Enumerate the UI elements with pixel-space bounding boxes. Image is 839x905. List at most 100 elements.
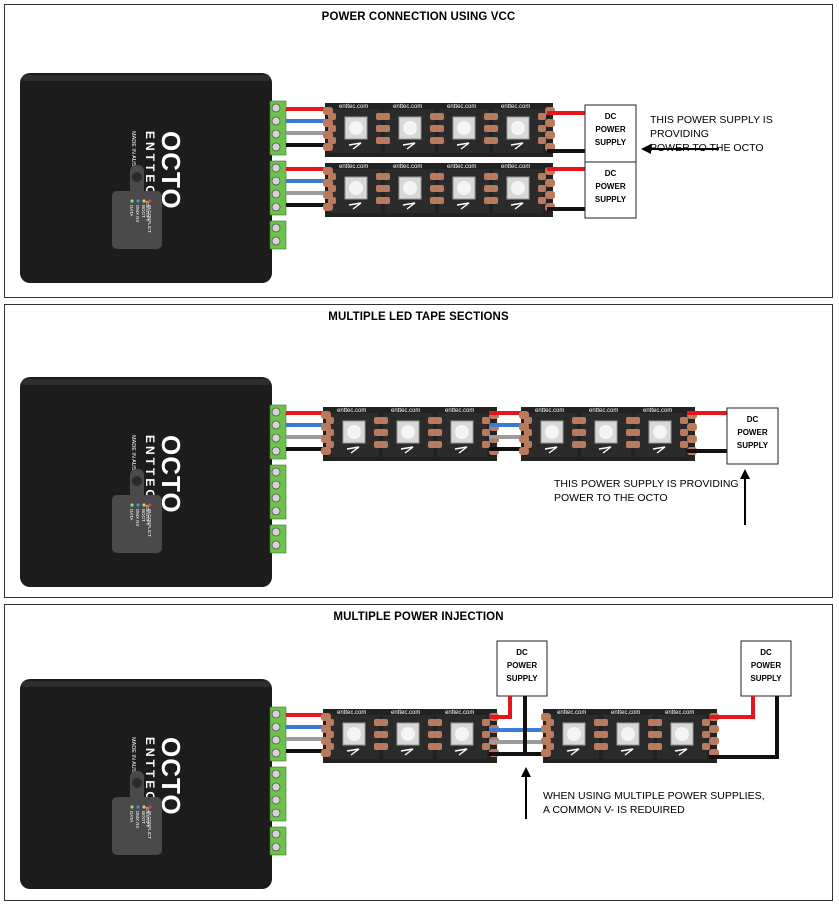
solder-pad bbox=[484, 125, 492, 132]
end-pad bbox=[321, 725, 331, 733]
pixel-label: enttec.com bbox=[339, 164, 368, 170]
psu-box bbox=[740, 640, 792, 697]
power-note: THIS POWER SUPPLY IS PROVIDING POWER TO … bbox=[650, 114, 773, 154]
terminal-screw bbox=[271, 467, 281, 477]
terminal-screw bbox=[271, 176, 281, 186]
led-label: IDENTIFY bbox=[145, 201, 150, 222]
psu-text: SUPPLY bbox=[737, 441, 769, 450]
status-led bbox=[142, 805, 146, 809]
led-lens bbox=[455, 425, 469, 439]
solder-pad bbox=[482, 731, 490, 738]
terminal-block bbox=[269, 160, 287, 216]
solder-pad bbox=[626, 441, 634, 448]
psu-text: SUPPLY bbox=[595, 138, 627, 147]
pixel-label: enttec.com bbox=[611, 710, 640, 716]
solder-pad bbox=[572, 417, 580, 424]
solder-pad bbox=[428, 743, 436, 750]
led-lens bbox=[401, 727, 415, 741]
solder-pad bbox=[428, 441, 436, 448]
solder-pad bbox=[428, 429, 436, 436]
octo-edge bbox=[22, 75, 270, 81]
pixel-label: enttec.com bbox=[339, 104, 368, 110]
terminal-screw bbox=[271, 769, 281, 779]
terminal-screw bbox=[271, 446, 281, 456]
terminal-screw bbox=[271, 142, 281, 152]
terminal-screw bbox=[271, 129, 281, 139]
solder-pad bbox=[484, 185, 492, 192]
identify-button bbox=[132, 476, 142, 486]
terminal-screw bbox=[271, 842, 281, 852]
direction-arrow bbox=[456, 202, 470, 210]
solder-pad bbox=[428, 417, 436, 424]
led-lens bbox=[675, 727, 689, 741]
solder-pad bbox=[482, 743, 490, 750]
pixel-label: enttec.com bbox=[391, 408, 420, 414]
psu-text: POWER bbox=[751, 661, 781, 670]
solder-pad bbox=[594, 719, 602, 726]
status-led bbox=[148, 199, 152, 203]
end-pad bbox=[519, 423, 529, 431]
psu-box bbox=[584, 161, 637, 219]
status-led bbox=[142, 199, 146, 203]
solder-pad bbox=[430, 137, 438, 144]
terminal-screw bbox=[271, 709, 281, 719]
psu-text: DC bbox=[747, 415, 759, 424]
solder-pad bbox=[376, 173, 384, 180]
solder-pad bbox=[578, 429, 586, 436]
led-label: BOOT bbox=[141, 811, 146, 824]
solder-pad bbox=[702, 719, 710, 726]
end-pad bbox=[323, 191, 333, 199]
solder-pad bbox=[436, 137, 444, 144]
wire bbox=[489, 696, 512, 719]
direction-arrow bbox=[348, 202, 362, 210]
direction-arrow bbox=[402, 142, 416, 150]
solder-pad bbox=[376, 113, 384, 120]
pixel-label: enttec.com bbox=[501, 164, 530, 170]
end-pad bbox=[321, 411, 331, 419]
brand-label: ENTTEC bbox=[143, 131, 157, 197]
solder-pad bbox=[484, 113, 492, 120]
solder-pad bbox=[376, 125, 384, 132]
status-plate bbox=[112, 495, 162, 553]
solder-pad bbox=[380, 429, 388, 436]
terminal-screw bbox=[271, 407, 281, 417]
pixel-label: enttec.com bbox=[557, 710, 586, 716]
solder-pad bbox=[600, 743, 608, 750]
pixel-label: enttec.com bbox=[337, 710, 366, 716]
solder-pad bbox=[376, 137, 384, 144]
end-pad bbox=[545, 131, 555, 139]
status-led bbox=[130, 199, 134, 203]
end-pad bbox=[541, 737, 551, 745]
status-plate bbox=[112, 797, 162, 855]
pixel-label: enttec.com bbox=[337, 408, 366, 414]
solder-pad bbox=[380, 417, 388, 424]
solder-pad bbox=[572, 441, 580, 448]
octo-body bbox=[20, 73, 272, 283]
end-pad bbox=[541, 749, 551, 757]
solder-pad bbox=[374, 719, 382, 726]
led-lens bbox=[621, 727, 635, 741]
solder-pad bbox=[490, 113, 498, 120]
solder-pad bbox=[648, 743, 656, 750]
terminal-block bbox=[269, 464, 287, 520]
solder-pad bbox=[626, 429, 634, 436]
pixel-label: enttec.com bbox=[445, 408, 474, 414]
direction-arrow bbox=[652, 446, 666, 454]
solder-pad bbox=[436, 197, 444, 204]
led-lens bbox=[401, 425, 415, 439]
common-ground-note: WHEN USING MULTIPLE POWER SUPPLIES, A CO… bbox=[543, 790, 765, 816]
terminal-screw bbox=[271, 493, 281, 503]
terminal-screw bbox=[271, 808, 281, 818]
end-pad bbox=[541, 725, 551, 733]
solder-pad bbox=[374, 731, 382, 738]
